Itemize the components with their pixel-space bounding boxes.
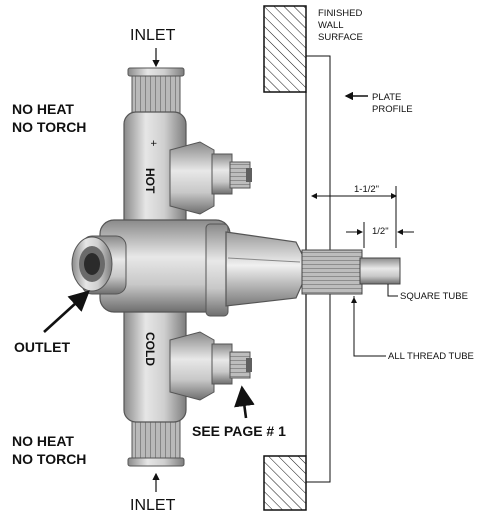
inlet-pipe-bottom	[127, 417, 185, 467]
all-thread-leader	[353, 296, 386, 357]
cold-check-stop	[169, 331, 252, 401]
wall-bottom	[263, 455, 307, 511]
outlet-label: OUTLET	[14, 339, 70, 355]
square-tube-leader	[387, 284, 398, 297]
inlet-pipe-top	[127, 67, 185, 115]
inlet-bottom-label: INLET	[130, 497, 176, 514]
hot-check-stop	[169, 141, 252, 215]
see-page-label: SEE PAGE # 1	[192, 423, 286, 439]
wall-top	[263, 5, 307, 93]
dimension-one-and-half-text: 1-1/2"	[354, 184, 379, 195]
plate-profile-line2: PROFILE	[372, 104, 413, 115]
square-tube	[359, 257, 401, 285]
finished-label-line2: WALL	[318, 20, 344, 31]
body-plus: +	[147, 140, 159, 146]
no-heat-top-line2: NO TORCH	[12, 119, 86, 135]
body-markings: + HOT COLD	[143, 140, 159, 366]
all-thread-label: ALL THREAD TUBE	[388, 351, 474, 362]
body-cold: COLD	[143, 332, 157, 366]
square-tube-label: SQUARE TUBE	[400, 291, 468, 302]
cartridge-cone	[205, 223, 305, 317]
body-hot: HOT	[143, 168, 157, 194]
finished-label-line3: SURFACE	[318, 32, 363, 43]
no-heat-bottom-line1: NO HEAT	[12, 433, 74, 449]
dimension-half: 1/2"	[346, 222, 414, 248]
outlet-arrow	[43, 290, 90, 333]
outlet-port	[71, 235, 127, 295]
plate-profile-line1: PLATE	[372, 92, 401, 103]
all-thread-tube	[301, 249, 363, 295]
dimension-half-text: 1/2"	[372, 226, 389, 237]
see-page-arrow	[234, 385, 255, 419]
no-heat-bottom-line2: NO TORCH	[12, 451, 86, 467]
finished-label-line1: FINISHED	[318, 8, 362, 19]
no-heat-top-line1: NO HEAT	[12, 101, 74, 117]
dimension-one-and-half: 1-1/2"	[311, 184, 397, 248]
inlet-top-label: INLET	[130, 27, 176, 44]
